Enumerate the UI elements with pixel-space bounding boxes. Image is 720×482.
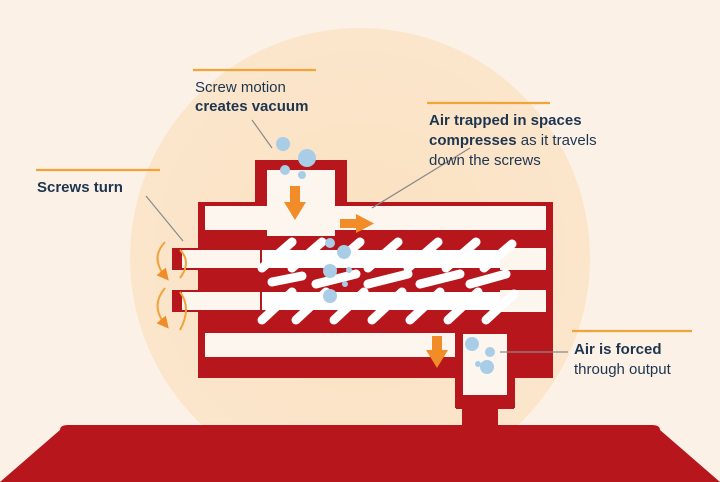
intake-label: Screw motion creates vacuum xyxy=(195,79,308,115)
output-label-line1: Air is forced xyxy=(574,341,662,358)
intake-label-line1: Screw motion xyxy=(195,79,286,96)
compression-label-line1: Air trapped in spaces xyxy=(429,112,582,129)
compression-label-line2: compresses as it travels xyxy=(429,132,597,149)
screws-label: Screws turn xyxy=(37,179,123,196)
screw-lobes xyxy=(257,237,519,325)
air-bubble-icon xyxy=(276,137,495,374)
compression-label-line2-bold: compresses xyxy=(429,132,517,149)
flow-arrow-icon xyxy=(284,186,448,368)
output-label: Air is forced through output xyxy=(574,341,672,378)
rotation-arrow-icon xyxy=(156,241,187,331)
compression-label-line3: down the screws xyxy=(429,152,541,169)
compression-label: Air trapped in spaces compresses as it t… xyxy=(429,112,597,169)
screws-label-text: Screws turn xyxy=(37,179,123,196)
compression-label-line2-rest: as it travels xyxy=(517,132,597,149)
output-label-line2: through output xyxy=(574,361,672,378)
leader-lines xyxy=(145,119,568,353)
base-tank xyxy=(0,425,720,482)
intake-label-line2: creates vacuum xyxy=(195,98,308,115)
output-neck xyxy=(462,405,498,435)
